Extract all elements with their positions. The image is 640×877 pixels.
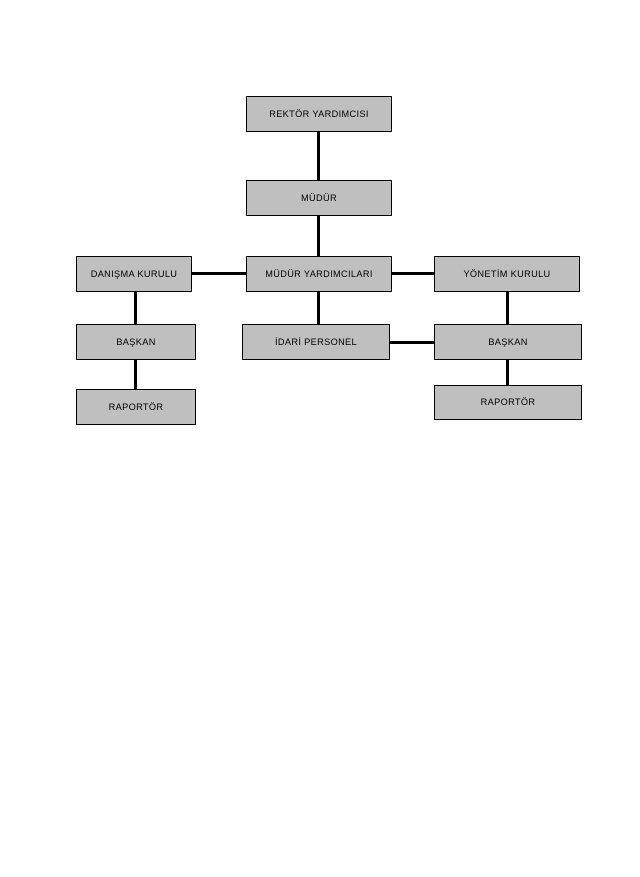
connector-mudur-to-mudur-yardimcilari xyxy=(317,214,320,259)
connector-yonetim-kurulu-to-baskan-right xyxy=(506,290,509,326)
node-label: İDARİ PERSONEL xyxy=(275,336,357,347)
node-raportor-left[interactable]: RAPORTÖR xyxy=(76,389,196,425)
node-label: RAPORTÖR xyxy=(108,401,164,412)
node-baskan-left[interactable]: BAŞKAN xyxy=(76,324,196,360)
node-label: RAPORTÖR xyxy=(480,397,536,408)
connector-mudur-yardimcilari-to-yonetim-kurulu xyxy=(390,272,436,275)
node-label: BAŞKAN xyxy=(116,336,156,347)
connector-baskan-right-to-raportor-right xyxy=(506,358,509,388)
connector-baskan-left-to-raportor-left xyxy=(134,358,137,390)
connector-idari-personel-to-baskan-right xyxy=(389,341,437,344)
node-idari-personel[interactable]: İDARİ PERSONEL xyxy=(242,324,390,360)
connector-danisma-kurulu-to-mudur-yardimcilari xyxy=(190,272,248,275)
node-label: YÖNETİM KURULU xyxy=(463,268,551,279)
node-mudur-yardimcilari[interactable]: MÜDÜR YARDIMCILARI xyxy=(246,256,392,292)
connector-danisma-kurulu-to-baskan-left xyxy=(134,290,137,326)
connector-mudur-yardimcilari-to-idari-personel xyxy=(317,290,320,326)
node-mudur[interactable]: MÜDÜR xyxy=(246,180,392,216)
connector-rektor-yardimcisi-to-mudur xyxy=(317,131,320,186)
node-label: DANIŞMA KURULU xyxy=(90,268,178,279)
node-label: REKTÖR YARDIMCISI xyxy=(269,108,369,119)
node-yonetim-kurulu[interactable]: YÖNETİM KURULU xyxy=(434,256,580,292)
node-raportor-right[interactable]: RAPORTÖR xyxy=(434,385,582,420)
node-label: MÜDÜR xyxy=(301,192,337,203)
node-rektor-yardimcisi[interactable]: REKTÖR YARDIMCISI xyxy=(246,96,392,132)
node-baskan-right[interactable]: BAŞKAN xyxy=(434,324,582,360)
node-label: MÜDÜR YARDIMCILARI xyxy=(265,268,373,279)
node-danisma-kurulu[interactable]: DANIŞMA KURULU xyxy=(76,256,192,292)
node-label: BAŞKAN xyxy=(488,336,528,347)
